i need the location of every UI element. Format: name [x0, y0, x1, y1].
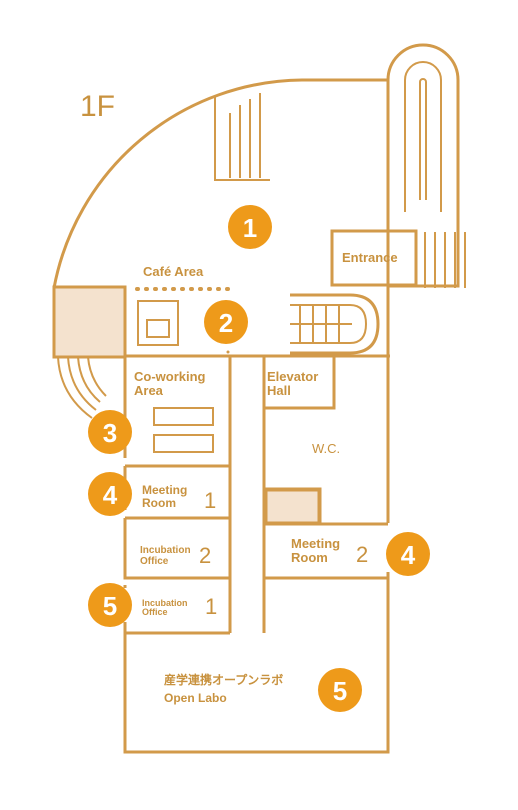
meeting1-number: 1	[204, 488, 216, 513]
meeting1-label-line2: Room	[142, 496, 176, 510]
badge-1: 1	[228, 205, 272, 249]
left-beige-block	[52, 285, 127, 359]
badge-4-meeting-1: 4	[88, 472, 132, 516]
meeting2-label-line1: Meeting	[291, 536, 340, 551]
badge-5-incubation: 5	[88, 583, 132, 627]
wc-label: W.C.	[312, 441, 340, 456]
entrance-room	[330, 229, 418, 287]
svg-text:3: 3	[103, 418, 117, 448]
svg-text:4: 4	[103, 480, 118, 510]
coworking-label-line1: Co-working	[134, 369, 206, 384]
coworking-label-line2: Area	[134, 383, 164, 398]
openlabo-label-en: Open Labo	[164, 691, 227, 705]
open-labo-room	[123, 578, 390, 754]
meeting2-label-line2: Room	[291, 550, 328, 565]
incubation2-label-line2: Office	[140, 556, 169, 567]
outer-curved-wall	[52, 78, 388, 289]
meeting1-label-line1: Meeting	[142, 483, 187, 497]
openlabo-label-jp: 産学連携オープンラボ	[164, 672, 283, 687]
badge-5-openlabo: 5	[318, 668, 362, 712]
svg-text:4: 4	[401, 540, 416, 570]
elevator-label-line1: Elevator	[267, 369, 318, 384]
badge-3: 3	[88, 410, 132, 454]
entrance-tower	[386, 43, 460, 288]
elevator-label-line2: Hall	[267, 383, 291, 398]
svg-text:2: 2	[219, 308, 233, 338]
badge-2: 2	[204, 300, 248, 344]
meeting-room-2-walls	[264, 572, 390, 580]
svg-text:5: 5	[103, 591, 117, 621]
incubation1-number: 1	[205, 594, 217, 619]
svg-text:5: 5	[333, 676, 347, 706]
elevator-hall-walls	[264, 356, 336, 410]
incubation2-number: 2	[199, 543, 211, 568]
cafe-area-label: Café Area	[143, 264, 204, 279]
left-curved-steps	[57, 356, 107, 419]
cafe-dot	[226, 350, 230, 354]
incubation-office-2-walls	[123, 518, 230, 580]
entrance-label: Entrance	[342, 250, 398, 265]
cafe-furniture	[137, 300, 179, 346]
meeting2-number: 2	[356, 542, 368, 567]
incubation2-label-line1: Incubation	[140, 545, 191, 556]
badge-4-meeting-2: 4	[386, 532, 430, 576]
incubation1-label-line2: Office	[142, 607, 168, 617]
incubation1-label-line1: Incubation	[142, 598, 188, 608]
svg-text:1: 1	[243, 213, 257, 243]
central-staircase	[290, 293, 380, 355]
floor-label: 1F	[80, 90, 115, 123]
entrance-steps	[424, 232, 466, 288]
top-staircase	[214, 93, 270, 181]
wc-beige-block	[264, 488, 321, 525]
